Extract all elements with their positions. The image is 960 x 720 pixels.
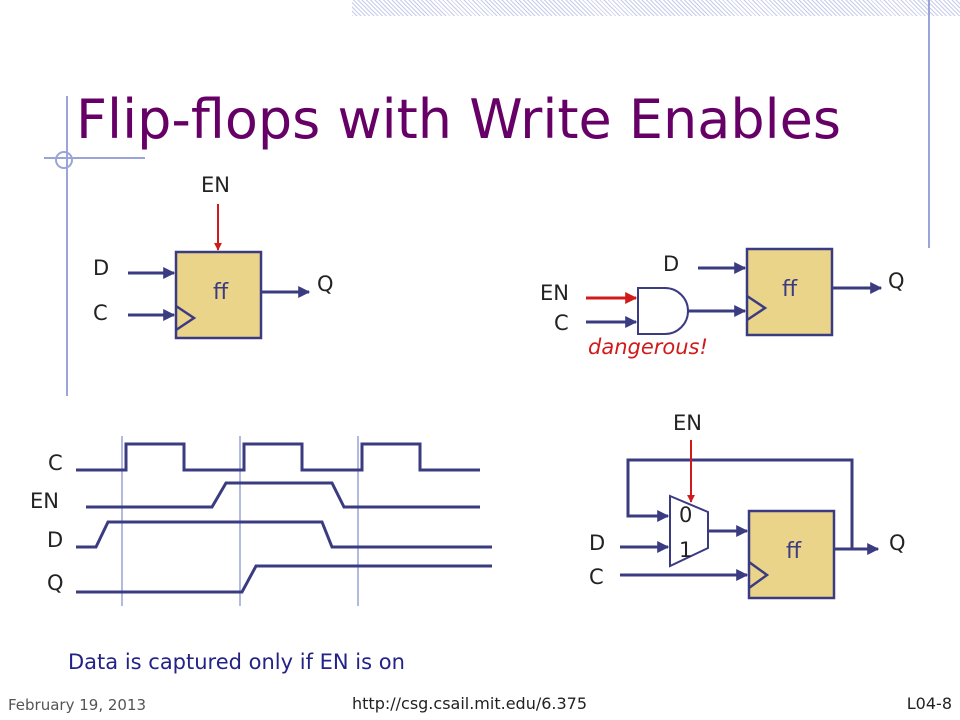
q-label: Q: [317, 272, 334, 296]
and-gate: [637, 287, 689, 335]
en-label: EN: [201, 173, 230, 197]
d-label: D: [663, 252, 679, 276]
signal-label-en: EN: [30, 489, 59, 513]
flipflop-box: [747, 509, 836, 600]
d-label: D: [589, 531, 605, 555]
c-label: C: [93, 301, 108, 325]
gated-clock-diagram: ff D EN C Q dangerous!: [540, 247, 905, 359]
page-title: Flip-flops with Write Enables: [76, 88, 841, 151]
footer-date: February 19, 2013: [8, 696, 147, 714]
timing-diagram: C EN D Q: [30, 436, 492, 606]
output-waveform: [76, 564, 492, 594]
flipflop-box: [174, 250, 263, 340]
flipflop-box: [745, 247, 834, 337]
flipflop-label: ff: [786, 539, 802, 564]
en-label: EN: [673, 411, 702, 435]
multiplexer: [669, 494, 709, 568]
clock-triangle: [748, 560, 770, 590]
data-waveform: [76, 520, 492, 549]
slide-number: L04-8: [906, 694, 952, 713]
crosshair-decoration: [44, 151, 145, 169]
enable-waveform: [86, 481, 480, 509]
header-pattern: [352, 0, 960, 16]
flipflop-label: ff: [213, 280, 229, 305]
clock-waveform: [76, 442, 480, 472]
clock-triangle: [175, 304, 197, 332]
mux-input-0-label: 0: [679, 503, 692, 527]
mux-feedback-diagram: ff 0 1 EN D C Q: [589, 411, 906, 600]
ff-enable-diagram: ff EN D C Q: [93, 173, 334, 340]
mux-input-1-label: 1: [679, 538, 692, 562]
d-label: D: [93, 256, 109, 280]
decorative-rule-right: [928, 0, 930, 248]
footer-url[interactable]: http://csg.csail.mit.edu/6.375: [352, 694, 588, 713]
c-label: C: [554, 311, 569, 335]
signal-label-c: C: [48, 451, 63, 475]
clock-triangle: [746, 294, 768, 322]
flipflop-label: ff: [782, 277, 798, 302]
warning-label: dangerous!: [588, 335, 708, 359]
q-label: Q: [889, 531, 906, 555]
q-label: Q: [888, 269, 905, 293]
signal-label-d: D: [47, 528, 63, 552]
caption-text: Data is captured only if EN is on: [68, 650, 405, 674]
decorative-rule-left: [66, 96, 68, 396]
feedback-wire: [626, 458, 854, 549]
signal-label-q: Q: [47, 571, 64, 595]
en-label: EN: [540, 281, 569, 305]
c-label: C: [589, 565, 604, 589]
